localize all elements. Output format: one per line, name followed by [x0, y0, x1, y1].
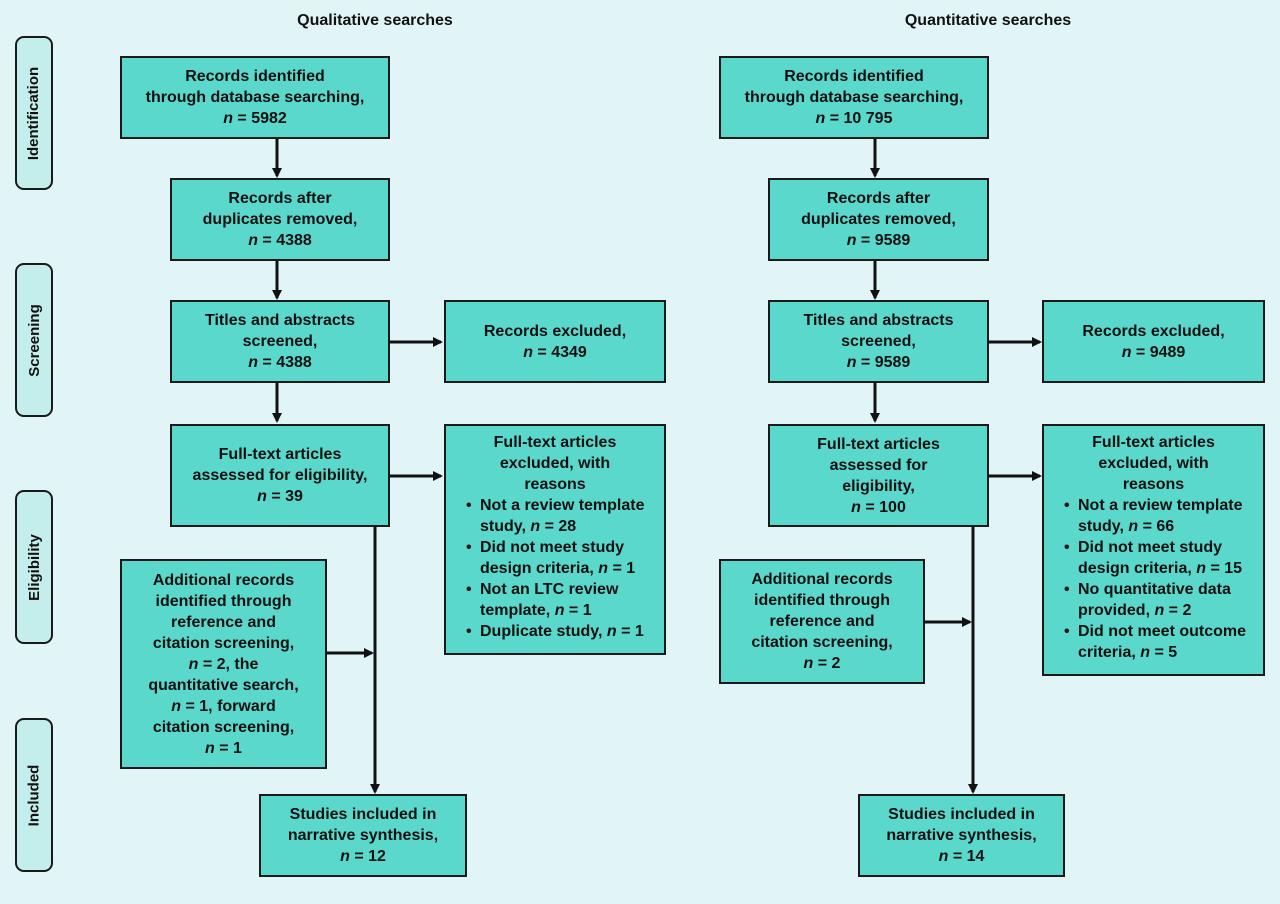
quant-records-identified-box: Records identified through database sear…: [719, 56, 989, 139]
stage-identification: Identification: [15, 36, 53, 190]
quant-fulltext-excluded-box: Full-text articles excluded, with reason…: [1042, 424, 1265, 676]
qual-additional-records-box: Additional records identified through re…: [120, 559, 327, 769]
qual-records-identified-box: Records identified through database sear…: [120, 56, 390, 139]
quant-fulltext-assessed-box: Full-text articles assessed for eligibil…: [768, 424, 989, 527]
qual-fulltext-assessed-box: Full-text articles assessed for eligibil…: [170, 424, 390, 527]
quant-studies-included-box: Studies included in narrative synthesis,…: [858, 794, 1065, 877]
qualitative-title: Qualitative searches: [297, 12, 453, 29]
qual-fulltext-excluded-box: Full-text articles excluded, with reason…: [444, 424, 666, 655]
stage-eligibility: Eligibility: [15, 490, 53, 644]
qual-screened-box: Titles and abstracts screened, n = 4388: [170, 300, 390, 383]
quant-records-excluded-box: Records excluded, n = 9489: [1042, 300, 1265, 383]
qual-records-excluded-box: Records excluded, n = 4349: [444, 300, 666, 383]
quant-after-duplicates-box: Records after duplicates removed, n = 95…: [768, 178, 989, 261]
list-item: Duplicate study, n = 1: [454, 621, 656, 642]
stage-screening: Screening: [15, 263, 53, 417]
stage-included: Included: [15, 718, 53, 872]
quant-screened-box: Titles and abstracts screened, n = 9589: [768, 300, 989, 383]
qual-after-duplicates-box: Records after duplicates removed, n = 43…: [170, 178, 390, 261]
quant-additional-records-box: Additional records identified through re…: [719, 559, 925, 684]
quantitative-title: Quantitative searches: [904, 12, 1072, 29]
qual-studies-included-box: Studies included in narrative synthesis,…: [259, 794, 467, 877]
